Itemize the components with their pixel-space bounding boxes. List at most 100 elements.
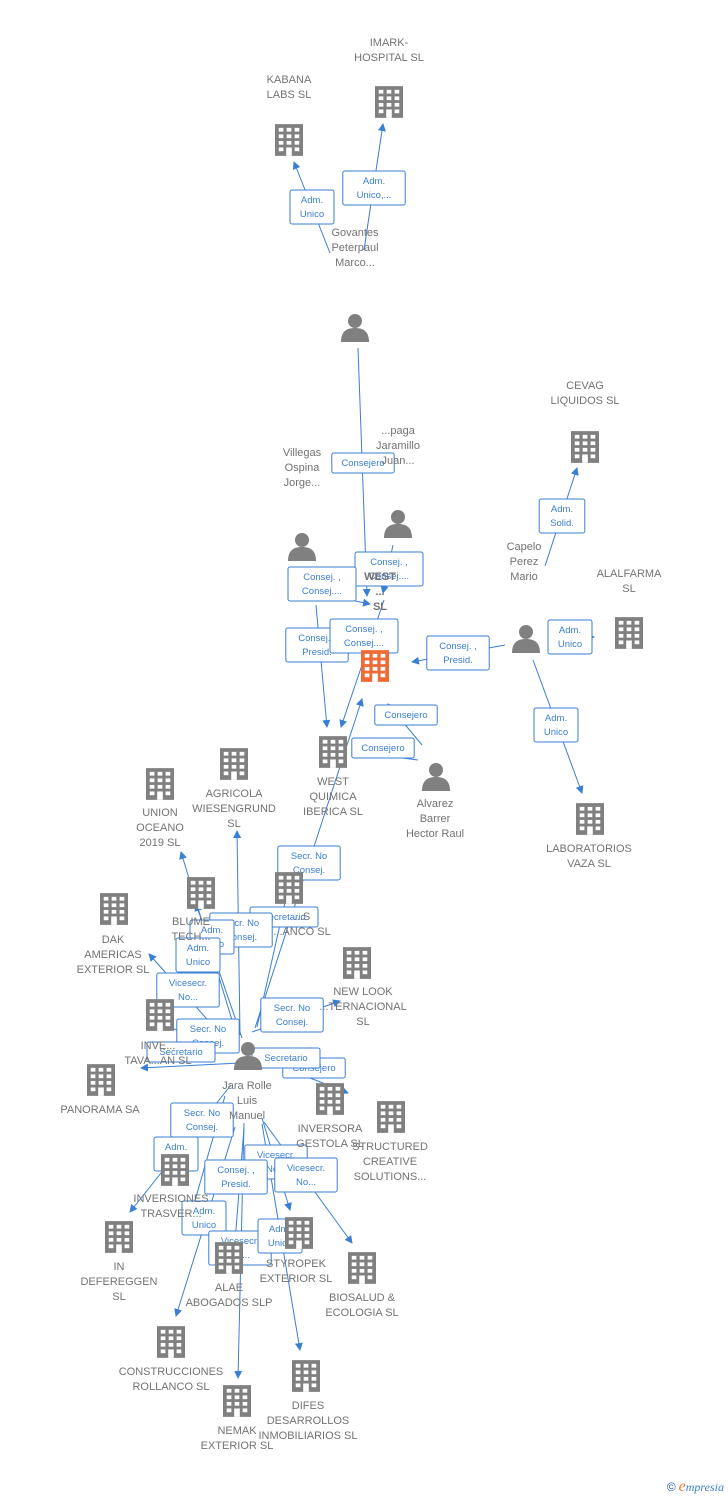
building-icon	[87, 1064, 115, 1096]
edge-label-text: Vicesecr.	[287, 1163, 325, 1174]
edge-label-govantes-to-imark[interactable]: Adm.Unico,...	[342, 170, 406, 206]
building-icon	[215, 1242, 243, 1274]
building-icon	[220, 748, 248, 780]
edge-label-text: Consej....	[302, 586, 342, 597]
edge-label-text: Consejero	[361, 743, 404, 754]
edge-label-text: Adm.	[363, 176, 385, 187]
node-biosalud[interactable]: BIOSALUD &ECOLOGIA SL	[325, 1252, 399, 1319]
edge-label-alvarez-to-westfocus[interactable]: Consejero	[374, 704, 438, 726]
node-label-villegas: Villegas	[283, 447, 322, 459]
edge-label-text: Consej.	[225, 932, 257, 943]
edge-label-villegas-to-westfocus[interactable]: Consej. ,Consej....	[287, 566, 357, 602]
node-label-difes: DIFES	[292, 1400, 324, 1412]
edge-label-text: Secr. No	[274, 1003, 310, 1014]
edge-label-text: Consej....	[369, 571, 409, 582]
node-label-styropek: STYROPEK	[266, 1258, 327, 1270]
node-govantes[interactable]: GovantesPeterpaulMarco...	[331, 227, 379, 342]
edge-label-jara-to-construcciones[interactable]: Adm.Unico	[181, 1200, 227, 1236]
node-panorama[interactable]: PANORAMA SA	[60, 1064, 140, 1116]
node-label-dak: DAK	[102, 934, 125, 946]
edge-label-jara-to-dak[interactable]: Vicesecr.No...	[156, 972, 220, 1008]
building-icon	[157, 1326, 185, 1358]
edge-label-text: Adm.	[269, 1224, 291, 1235]
node-label-kabana: LABS SL	[267, 89, 312, 101]
edge-label-jara-to-newlook[interactable]: Secr. No Consej.	[260, 997, 324, 1033]
node-inveta[interactable]: INVE...TAVA...AN SL	[124, 999, 192, 1067]
edge-label-jara-to-union[interactable]: Adm.Unico	[175, 937, 221, 973]
edge-label-capelo-to-westfocus[interactable]: Consej. ,Presid.	[426, 635, 490, 671]
edge-label-text: Consej. ,	[217, 1165, 255, 1176]
edge-label-govantes-to-westfocus[interactable]: Consejero	[331, 452, 395, 474]
edge-label-govantes-to-kabana[interactable]: Adm.Unico	[289, 189, 335, 225]
edge-label-zapaga-to-westfocus[interactable]: Consej. ,Consej....	[354, 551, 424, 587]
node-label-dak: AMERICAS	[84, 949, 141, 961]
node-label-capelo: Perez	[510, 556, 539, 568]
node-structured[interactable]: STRUCTUREDCREATIVESOLUTIONS...	[352, 1101, 428, 1183]
building-icon	[105, 1221, 133, 1253]
building-icon	[146, 768, 174, 800]
edge-label-text: Adm.	[201, 925, 223, 936]
node-villegas[interactable]: VillegasOspinaJorge...	[283, 447, 322, 561]
node-imark[interactable]: IMARK-HOSPITAL SL	[354, 37, 424, 118]
node-zapaga[interactable]: ...pagaJaramilloJuan...	[376, 425, 420, 538]
edge-label-capelo-to-cevag[interactable]: Adm.Solid.	[538, 498, 586, 534]
edge-label-capelo-to-laboratorios[interactable]: Adm.Unico	[533, 707, 579, 743]
edge-label-text: Solid.	[550, 518, 574, 529]
node-label-zapaga: ...paga	[381, 425, 416, 437]
edge-label-capelo-to-alalfarma[interactable]: Adm.Unico	[547, 619, 593, 655]
node-trasver[interactable]: INVERSIONESTRASVER...	[133, 1154, 209, 1220]
edge-label-text: Consej.	[276, 1017, 308, 1028]
edge-label-text: Secr. No	[223, 918, 259, 929]
node-label-agricola: WIESENGRUND	[192, 803, 276, 815]
building-icon	[319, 736, 347, 768]
node-blume[interactable]: BLUMETECH...	[171, 877, 215, 943]
node-blanco[interactable]: ...S...ANCO SL	[273, 872, 331, 938]
node-label-alvarez: Alvarez	[417, 798, 454, 810]
node-westfocus[interactable]: WEST...SL	[361, 571, 396, 682]
node-label-trasver: TRASVER...	[140, 1208, 201, 1220]
edge-label-text: Unico	[192, 1220, 216, 1231]
brand-initial: e	[678, 1478, 686, 1495]
person-icon	[288, 533, 316, 561]
building-icon	[377, 1101, 405, 1133]
edge-label-text: Presid.	[221, 1179, 251, 1190]
edge-label-jara-to-alae[interactable]: Consej. , Presid.	[204, 1159, 268, 1195]
node-label-biosalud: BIOSALUD &	[329, 1292, 396, 1304]
building-icon	[146, 999, 174, 1031]
node-label-capelo: Capelo	[507, 541, 542, 553]
edge-label-jara-to-panorama[interactable]: Secretario	[146, 1041, 216, 1063]
edge-label-alvarez-to-westiberica[interactable]: Consejero	[351, 737, 415, 759]
building-icon	[187, 877, 215, 909]
node-label-construcciones: ROLLANCO SL	[132, 1381, 209, 1393]
edge-label-zapaga-to-westiberica[interactable]: Consej. ,Consej....	[329, 618, 399, 654]
edge-label-jara-to-westiberica[interactable]: Secretario	[251, 1047, 321, 1069]
node-label-difes: DESARROLLOS	[267, 1415, 350, 1427]
edge-label-jara-to-biosalud[interactable]: Vicesecr.No...	[274, 1157, 338, 1193]
edge-label-text: Adm.	[559, 625, 581, 636]
building-icon	[375, 86, 403, 118]
building-icon	[100, 893, 128, 925]
